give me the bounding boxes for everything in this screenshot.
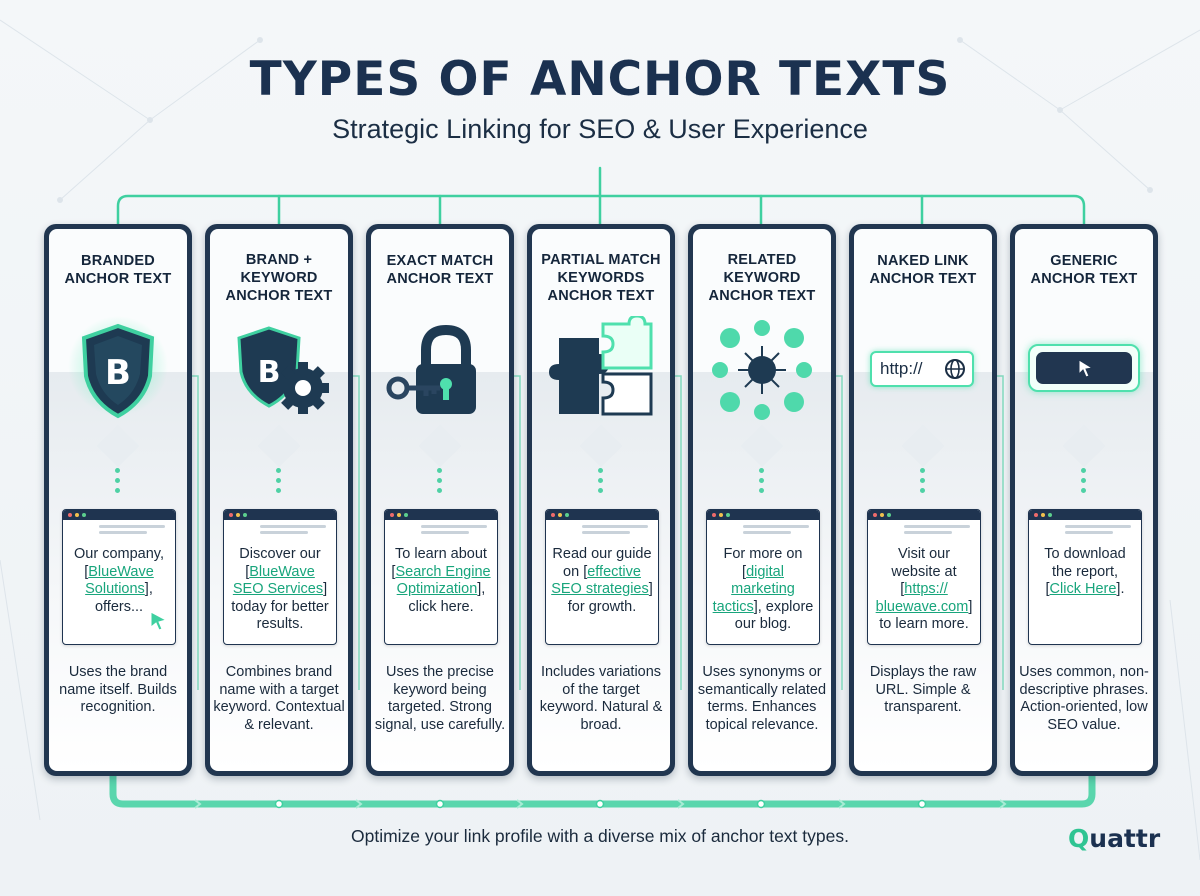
example-sentence: To download the report, [Click Here]. [1044, 546, 1126, 597]
card-heading: RELATED KEYWORD ANCHOR TEXT [708, 252, 816, 304]
anchor-link[interactable]: effective SEO strategies [551, 563, 649, 598]
example-sentence: Discover our [BlueWave SEO Services] tod… [231, 546, 329, 632]
page-subtitle: Strategic Linking for SEO & User Experie… [332, 114, 868, 144]
card-exact-match: EXACT MATCH ANCHOR TEXT To learn about [… [366, 224, 514, 776]
example-sentence: Our company, [BlueWave Solutions], offer… [74, 546, 164, 615]
footer-text: Optimize your link profile with a divers… [351, 826, 849, 846]
shield-gear-icon: B [237, 326, 329, 414]
card-brand-keyword: BRAND + KEYWORD ANCHOR TEXT B Discover o… [205, 224, 353, 776]
example-sentence: Visit our website at [https:// bluewave.… [875, 546, 973, 632]
card-partial-match: PARTIAL MATCH KEYWORDS ANCHOR TEXT Read … [527, 224, 675, 776]
example-sentence: Read our guide on [effective SEO strateg… [551, 546, 653, 615]
browser-snippet: Visit our website at [https:// bluewave.… [867, 509, 981, 645]
card-description: Uses synonyms or semantically related te… [697, 664, 827, 733]
card-description: Uses the brand name itself. Builds recog… [59, 664, 177, 715]
card-heading: EXACT MATCH ANCHOR TEXT [386, 253, 494, 287]
anchor-link[interactable]: BlueWave SEO Services [232, 563, 324, 598]
svg-text:B: B [105, 353, 131, 393]
url-globe-icon: http:// [870, 351, 974, 387]
anchor-link[interactable]: Click Here [1049, 581, 1117, 597]
browser-snippet: Our company, [BlueWave Solutions], offer… [62, 509, 176, 645]
card-naked-link: NAKED LINK ANCHOR TEXT http:// Visit our… [849, 224, 997, 776]
page-title: TYPES OF ANCHOR TEXTS [249, 52, 951, 107]
globe-icon [945, 359, 965, 379]
button-cursor-icon [1028, 344, 1140, 392]
anchor-link[interactable]: digital marketing tactics [712, 563, 795, 615]
card-description: Includes variations of the target keywor… [539, 664, 663, 733]
card-heading: PARTIAL MATCH KEYWORDS ANCHOR TEXT [541, 252, 661, 304]
example-sentence: To learn about [Search Engine Optimizati… [391, 546, 491, 615]
browser-snippet: Discover our [BlueWave SEO Services] tod… [223, 509, 337, 645]
card-heading: BRAND + KEYWORD ANCHOR TEXT [225, 252, 333, 304]
quattr-logo: Quattr [1068, 824, 1161, 853]
card-heading: NAKED LINK ANCHOR TEXT [869, 253, 977, 287]
puzzle-icon [549, 316, 653, 416]
card-branded: BRANDED ANCHOR TEXT B Our company, [Blue… [44, 224, 192, 776]
card-heading: BRANDED ANCHOR TEXT [64, 253, 172, 287]
cursor-icon [1078, 359, 1094, 378]
cursor-icon [150, 611, 168, 631]
card-heading: GENERIC ANCHOR TEXT [1030, 253, 1138, 287]
lock-key-icon [386, 324, 476, 414]
card-description: Combines brand name with a target keywor… [213, 664, 345, 733]
card-description: Uses common, non-descriptive phrases. Ac… [1019, 664, 1149, 733]
card-related-keyword: RELATED KEYWORD ANCHOR TEXT For more on … [688, 224, 836, 776]
card-description: Uses the precise keyword being targeted.… [374, 664, 506, 733]
card-description: Displays the raw URL. Simple & transpare… [869, 664, 977, 715]
svg-text:B: B [258, 355, 281, 390]
card-generic: GENERIC ANCHOR TEXT To download the repo… [1010, 224, 1158, 776]
browser-snippet: To download the report, [Click Here]. [1028, 509, 1142, 645]
anchor-link[interactable]: BlueWave Solutions [85, 563, 154, 598]
browser-snippet: For more on [digital marketing tactics],… [706, 509, 820, 645]
anchor-link[interactable]: Search Engine Optimization [395, 563, 491, 598]
network-icon [712, 320, 812, 420]
example-sentence: For more on [digital marketing tactics],… [712, 546, 814, 632]
browser-snippet: To learn about [Search Engine Optimizati… [384, 509, 498, 645]
browser-snippet: Read our guide on [effective SEO strateg… [545, 509, 659, 645]
anchor-link[interactable]: https:// bluewave.com [875, 581, 969, 615]
url-prefix: http:// [880, 359, 923, 378]
branded-shield-icon: B [68, 316, 168, 419]
